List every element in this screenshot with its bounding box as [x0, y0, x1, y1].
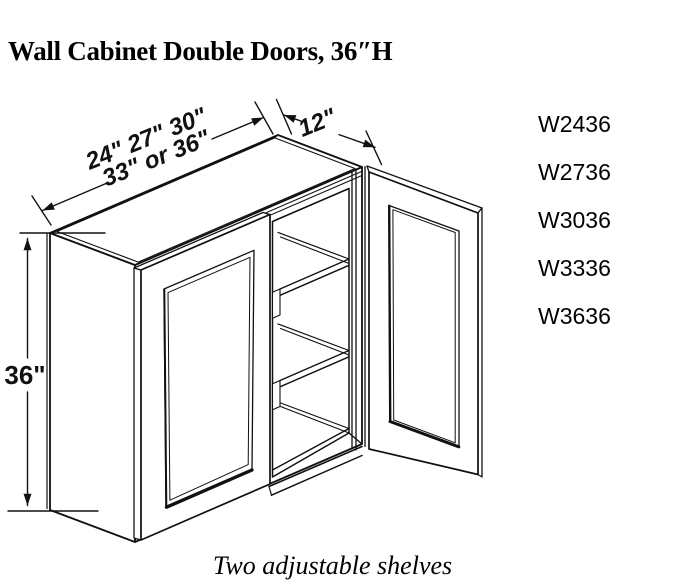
width-dimension	[31, 101, 274, 226]
cabinet-body	[46, 134, 483, 543]
dimension-annotations	[7, 98, 383, 512]
depth-dimension-label: 12"	[294, 103, 340, 143]
page-title: Wall Cabinet Double Doors, 36″H	[8, 36, 393, 66]
product-code: W3336	[538, 255, 611, 281]
open-door-recessed-panel	[388, 204, 461, 449]
cabinet-left-side-panel	[46, 232, 136, 543]
cabinet-interior-opening	[271, 187, 363, 478]
height-dimension	[7, 232, 106, 512]
product-code: W3036	[538, 207, 611, 233]
product-code: W3636	[538, 303, 611, 329]
adjustable-shelf-upper	[271, 231, 350, 319]
product-code: W2736	[538, 159, 611, 185]
closed-door	[133, 211, 271, 541]
product-code: W2436	[538, 111, 611, 137]
drawing-caption: Two adjustable shelves	[212, 551, 453, 580]
height-dimension-label: 36"	[4, 360, 45, 390]
cabinet-floor	[271, 401, 350, 471]
cabinet-top-face	[49, 134, 363, 266]
adjustable-shelf-lower	[271, 323, 350, 411]
open-door	[366, 165, 483, 478]
closed-door-recessed-panel	[163, 249, 255, 509]
depth-dimension	[275, 98, 383, 166]
